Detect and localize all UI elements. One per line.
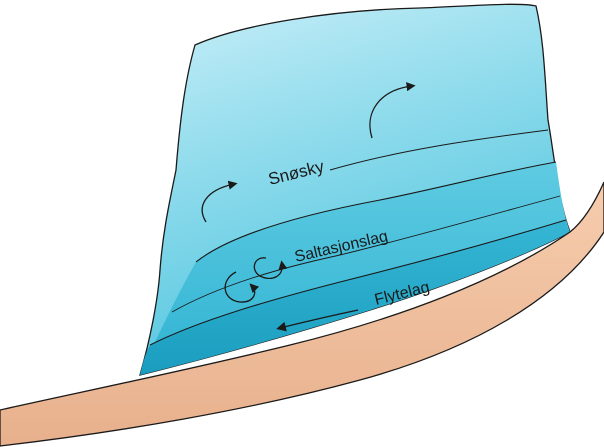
avalanche-layers-diagram: Snøsky Saltasjonslag Flytelag <box>0 0 604 447</box>
